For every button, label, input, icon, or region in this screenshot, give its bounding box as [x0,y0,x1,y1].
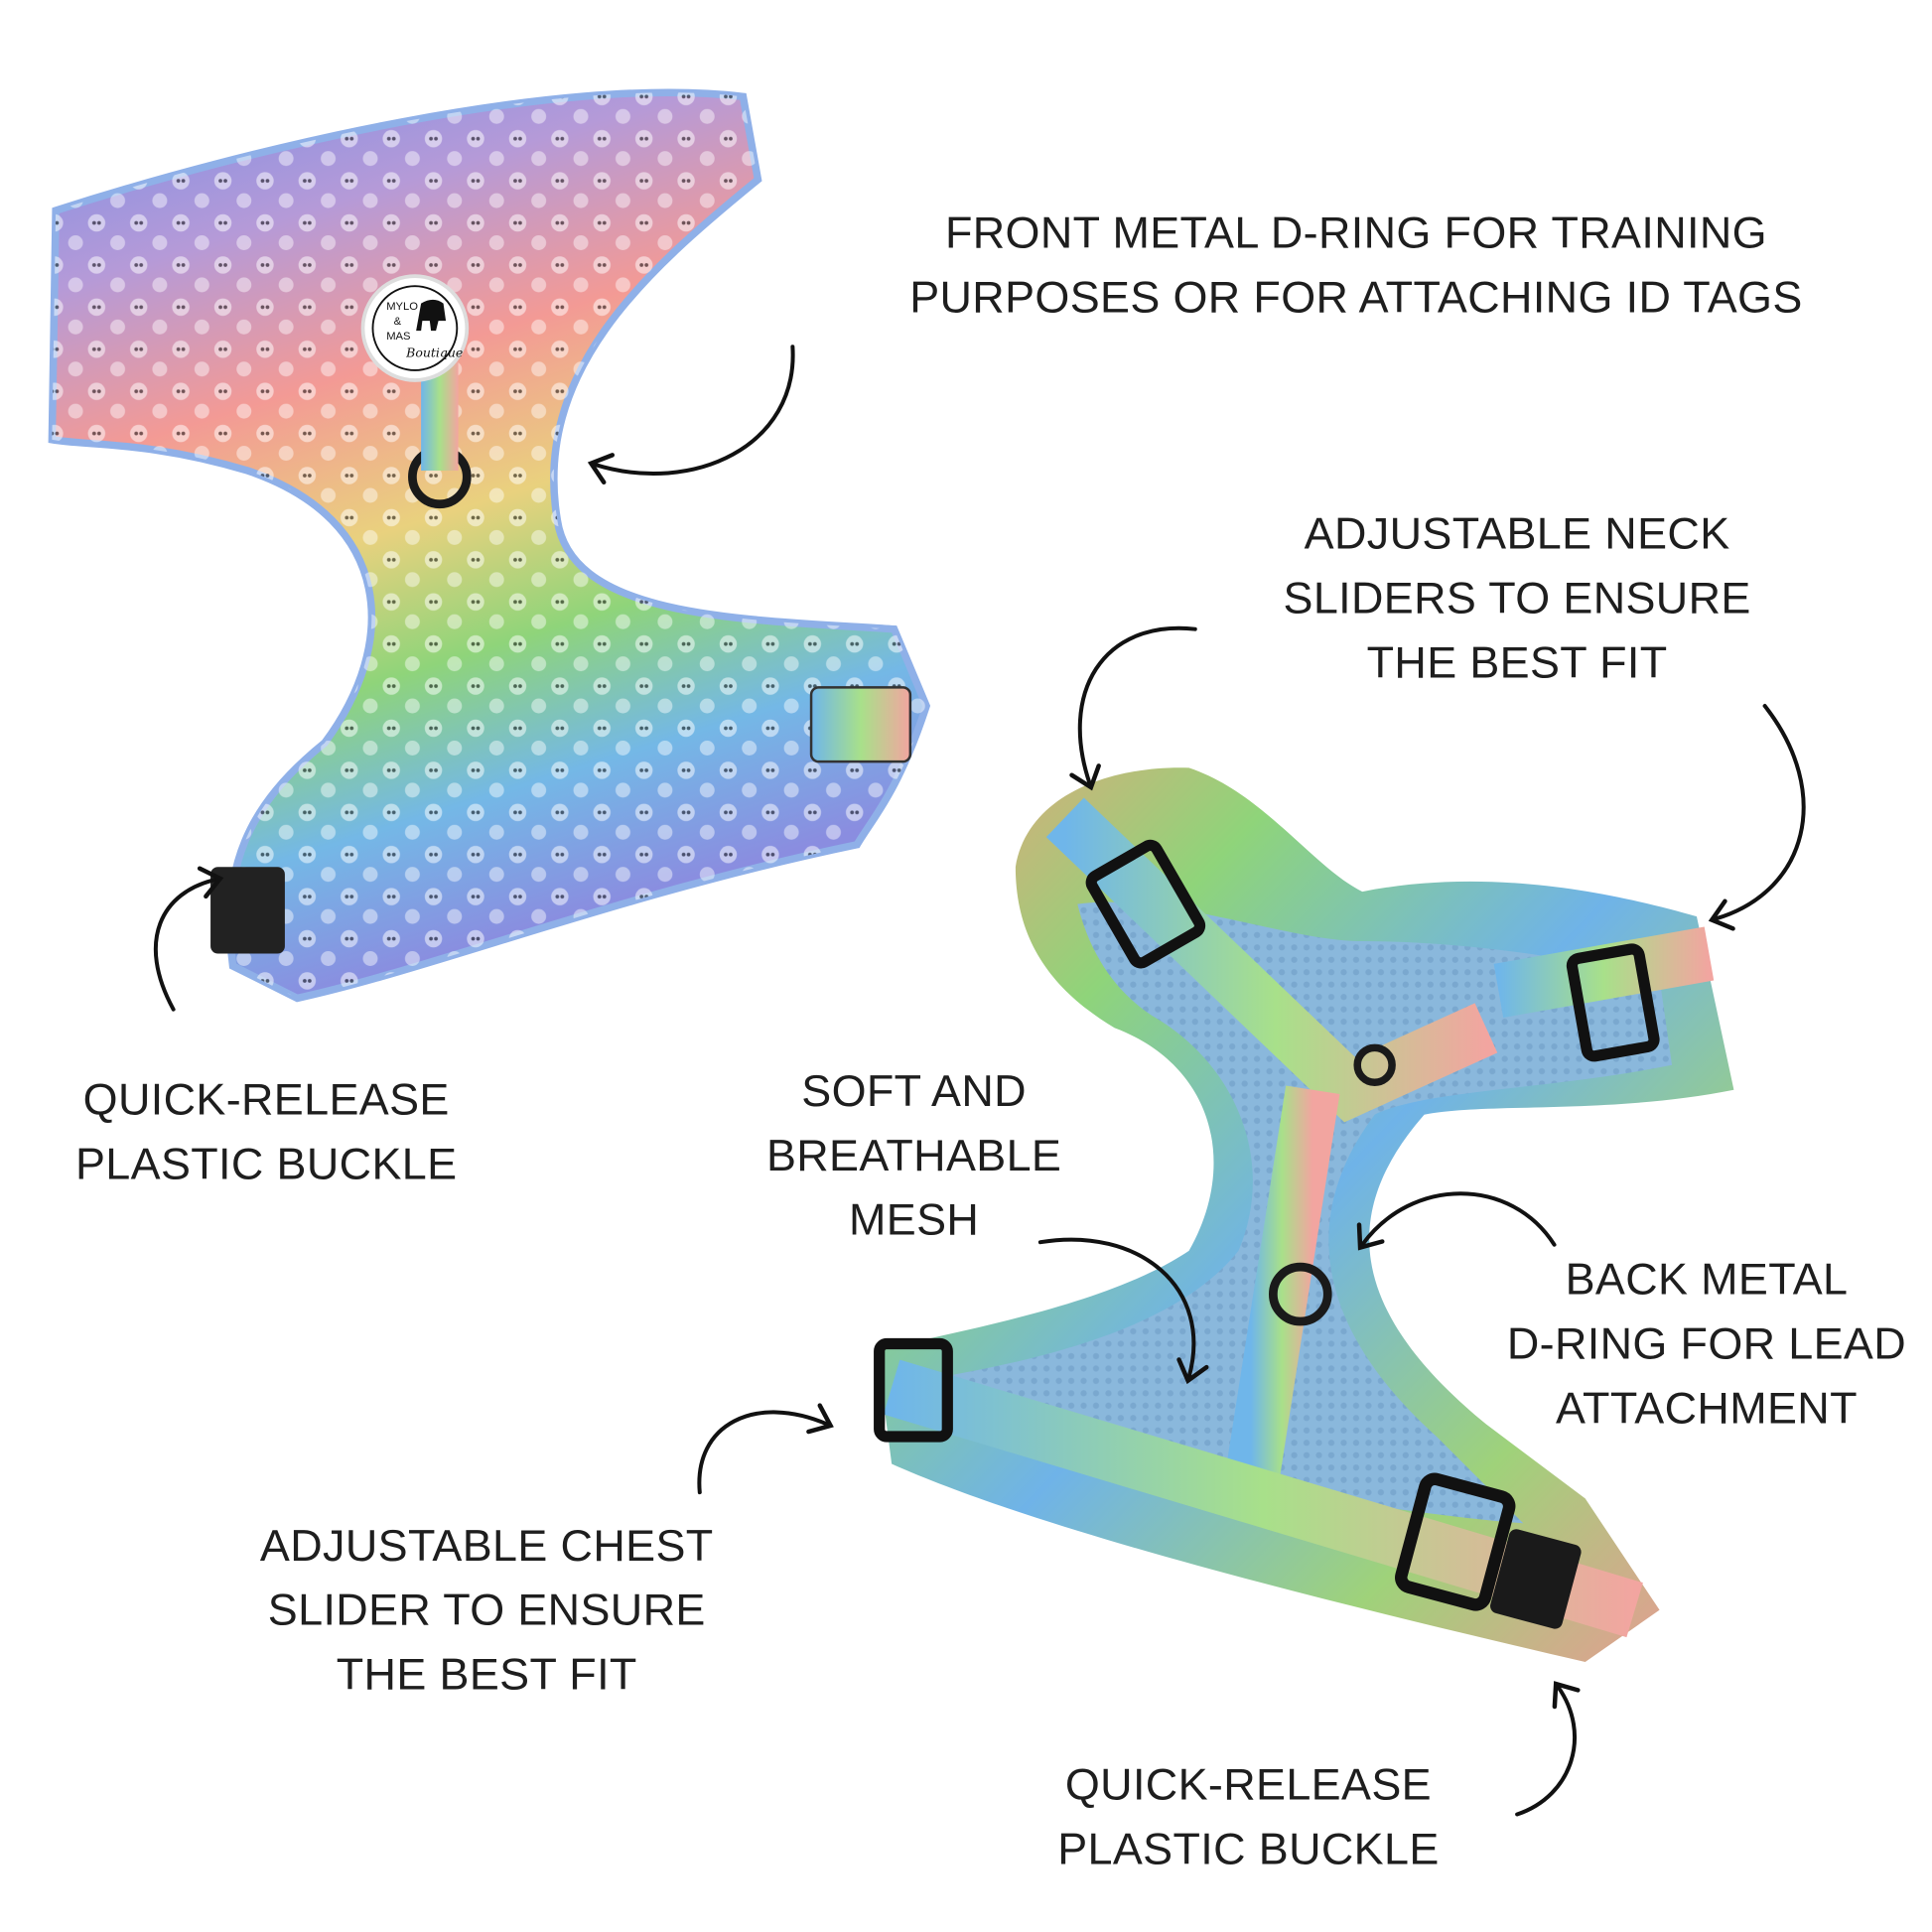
callout-line: BREATHABLE [766,1130,1061,1180]
callout-back-dring: BACK METAL D-RING FOR LEAD ATTACHMENT [1507,1254,1906,1434]
callout-buckle-top: QUICK-RELEASE PLASTIC BUCKLE [75,1074,457,1189]
top-plastic-buckle [210,867,285,954]
callout-line: QUICK-RELEASE [83,1074,450,1125]
bottom-plastic-buckle [1490,1529,1582,1629]
front-dring-arrow-icon [587,345,795,485]
back-harness-image [874,767,1734,1663]
callout-mesh: SOFT AND BREATHABLE MESH [766,1065,1061,1245]
bottom-buckle-arrow-icon [1515,1681,1581,1817]
callout-front-dring: FRONT METAL D-RING FOR TRAINING PURPOSES… [909,207,1802,322]
callout-line: SOFT AND [801,1065,1027,1116]
neck-slider-left-arrow-icon [1069,625,1197,791]
callout-line: MESH [849,1194,979,1245]
front-harness-image: MYLO & MAS Boutique [48,88,931,1003]
callout-line: ATTACHMENT [1556,1382,1858,1433]
callout-line: SLIDER TO ENSURE [268,1585,706,1635]
chest-slider-buckle [1395,1472,1516,1611]
svg-text:MYLO: MYLO [386,301,418,313]
top-buckle-arrow-icon [153,866,224,1012]
callout-line: THE BEST FIT [1367,636,1668,687]
back-dring-arrow-icon [1356,1191,1557,1251]
callout-line: QUICK-RELEASE [1065,1759,1432,1810]
callout-line: BACK METAL [1566,1254,1849,1305]
callout-line: SLIDERS TO ENSURE [1284,572,1751,622]
callout-line: D-RING FOR LEAD [1507,1317,1906,1368]
neck-slider-left [1085,839,1206,969]
neck-slider-right [1566,943,1660,1062]
callout-line: ADJUSTABLE NECK [1305,508,1730,559]
brand-logo: MYLO & MAS Boutique [360,274,470,382]
svg-text:Boutique: Boutique [405,345,463,359]
callout-line: THE BEST FIT [337,1649,637,1700]
callout-line: ADJUSTABLE CHEST [260,1520,714,1571]
callout-buckle-bottom: QUICK-RELEASE PLASTIC BUCKLE [1057,1759,1439,1874]
neck-slider-right-arrow-icon [1708,704,1806,931]
front-strap [809,686,912,763]
callout-chest-slider: ADJUSTABLE CHEST SLIDER TO ENSURE THE BE… [260,1520,714,1700]
chest-slider-arrow-icon [697,1403,834,1495]
callout-line: PURPOSES OR FOR ATTACHING ID TAGS [909,271,1802,322]
callout-line: PLASTIC BUCKLE [1057,1823,1439,1873]
callout-line: PLASTIC BUCKLE [75,1139,457,1189]
mesh-arrow-icon [1037,1237,1209,1385]
back-d-ring [1268,1262,1332,1326]
svg-text:&: & [394,316,402,328]
svg-text:MAS: MAS [386,331,410,343]
o-ring [1353,1043,1396,1087]
callout-neck-sliders: ADJUSTABLE NECK SLIDERS TO ENSURE THE BE… [1284,508,1751,688]
chest-slider [874,1337,953,1443]
callout-line: FRONT METAL D-RING FOR TRAINING [945,207,1767,257]
